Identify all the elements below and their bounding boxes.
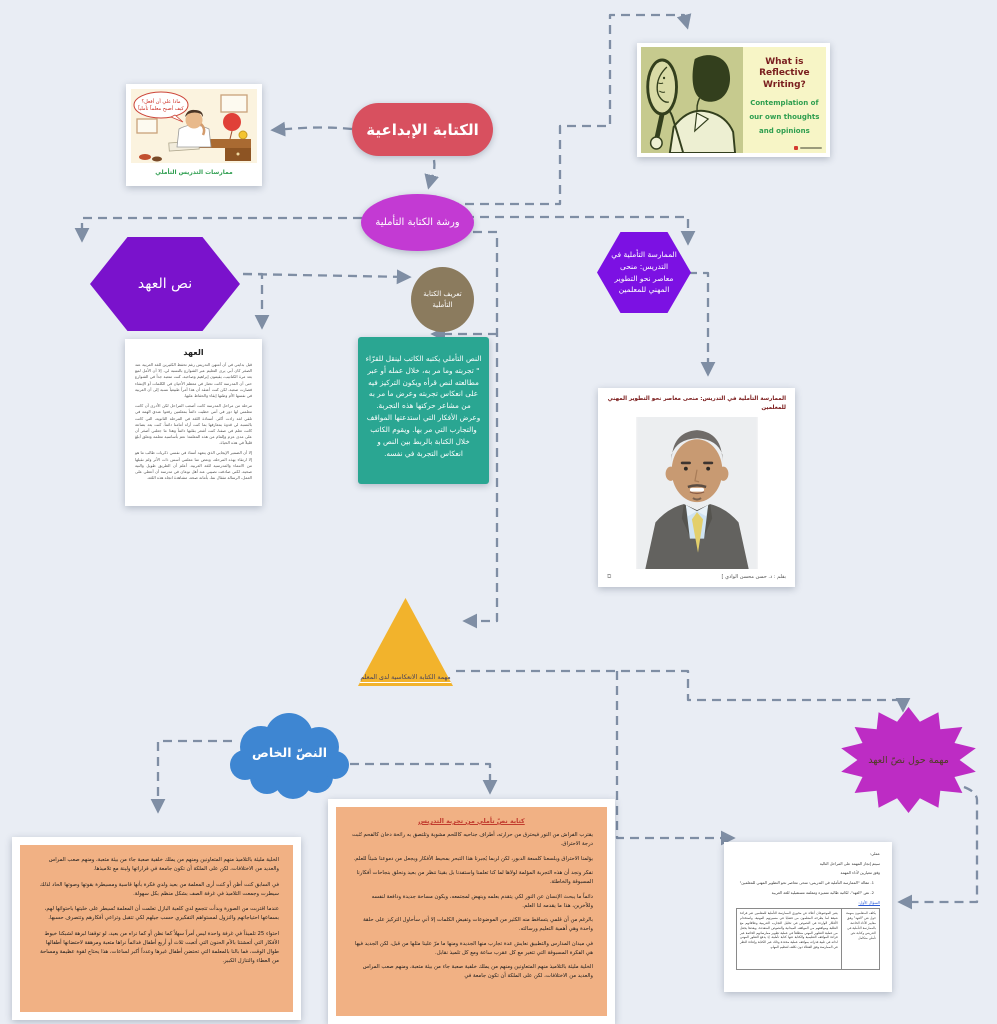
definition-note-text: النص التأملي يكتبه الكاتب لينقل للقرّاء … — [365, 354, 482, 458]
teacher-cartoon-illustration: ماذا علي أن أفعل؟ كيف أصبح معلماً تأمليا… — [131, 89, 257, 163]
task-grid: يكلف المتعلمون بمهمة حول نص "العهد" وفق … — [736, 907, 880, 970]
node-private-text-label: النصّ الخاص — [252, 745, 327, 760]
reflection-paragraph: في ميدان المدارس والتطبيق نعايش عدة تجار… — [354, 940, 593, 956]
connector — [150, 739, 232, 814]
reflection-paragraph: دائماً ما يبحث الإنسان عن النور لكي يتقد… — [371, 893, 593, 909]
node-definition-circle-label: تعريف الكتابة التأملية — [423, 290, 462, 309]
connector — [74, 216, 362, 243]
cartoon-card[interactable]: ماذا علي أن أفعل؟ كيف أصبح معلماً تأمليا… — [126, 84, 262, 186]
definition-note[interactable]: النص التأملي يكتبه الكاتب لينقل للقرّاء … — [358, 337, 489, 484]
connector — [897, 785, 979, 910]
connector — [424, 159, 439, 190]
node-covenant-text-label: نص العهد — [137, 276, 193, 292]
covenant-document-paragraph: إلا أن الضمير الإيجابي الذي يتعهد أستاذ … — [135, 450, 252, 481]
speech-bubble — [133, 91, 189, 119]
share-icon[interactable]: ⧉ — [607, 572, 612, 580]
connector — [688, 271, 716, 377]
node-reflective-practice[interactable]: الممارسة التأملية في التدريس: منحى معاصر… — [597, 232, 691, 313]
node-creative-writing-label: الكتابة الإبداعية — [366, 120, 479, 139]
cartoon-caption: ممارسات التدريس التأملي — [155, 169, 233, 176]
poster-line: our own thoughts — [749, 112, 820, 121]
personal-paragraph: عندما اقتربت من الصورة وبدأت تتجمع لدي ك… — [44, 906, 279, 922]
connector — [450, 215, 696, 246]
task-line: عملي: — [869, 851, 880, 856]
poster-line: and opinions — [759, 126, 810, 135]
poster-watermark — [794, 146, 822, 150]
personal-paragraph: الخلية مليئة بالتلاميذ منهم المتعاونين و… — [48, 857, 279, 873]
reflection-paragraph: الخلية مليئة بالتلاميذ منهم المتعاونين و… — [362, 964, 593, 979]
task-line: سيتم إنجاز المهمة على المراحل التالية — [819, 860, 880, 866]
node-workshop[interactable]: ورشة الكتابة التأملية — [361, 194, 474, 251]
starburst-shape — [841, 707, 976, 813]
node-covenant-task-label: مهمة حول نصّ العهد — [868, 754, 949, 766]
article-card[interactable]: الممارسة التأملية في التدريس: منحى معاصر… — [598, 388, 795, 587]
task-list-item: 1. مقالة "الممارسة التأملية في التدريس: … — [739, 880, 874, 886]
mirror-illustration — [641, 47, 743, 154]
connector — [242, 269, 412, 285]
node-workshop-label: ورشة الكتابة التأملية — [375, 217, 460, 228]
teaching-reflection-document[interactable]: كتابة نصّ تأملي من تجربة التدريس يقترب ا… — [328, 799, 615, 1024]
reflection-paragraph: بالرغم من أن قلمي يتساقط منه الكثير من ا… — [363, 917, 593, 932]
bubble-text-line2: كيف أصبح معلماً تأملياً — [138, 104, 185, 112]
connector — [458, 230, 499, 629]
poster-line: Contemplation of — [750, 98, 819, 107]
node-private-text[interactable]: النصّ الخاص — [227, 707, 352, 804]
personal-paragraph: في السابق كنت أظن أو كنت أرى المعلمة من … — [39, 881, 279, 897]
connector — [456, 669, 911, 713]
node-creative-writing[interactable]: الكتابة الإبداعية — [352, 103, 493, 156]
poster-title: What is Reflective Writing? — [759, 57, 810, 90]
node-definition-circle[interactable]: تعريف الكتابة التأملية — [411, 267, 474, 332]
covenant-document-paragraph: قبل بدايتي في أن أمتهن التدريس رغم تحفظ … — [135, 362, 252, 398]
balloon-icon — [223, 113, 241, 131]
connector — [450, 13, 692, 206]
connector — [350, 762, 498, 795]
task-question-link[interactable]: السؤال الأول: — [858, 899, 880, 905]
triangle-label: مهمة الكتابة الانعكاسية لدى المعلم — [360, 674, 451, 683]
task-line: وفق معيارين لأداء المهمة — [840, 870, 880, 876]
covenant-document[interactable]: العهد قبل بدايتي في أن أمتهن التدريس رغم… — [125, 339, 262, 506]
task-grid-main: يعبر الموضوعان أعلاه عن محوري الممارسة ا… — [740, 910, 838, 950]
covenant-document-paragraph: مرحلة من مراحل المدرسة كانت أصعب المراحل… — [135, 403, 252, 446]
connector — [270, 121, 353, 137]
author-portrait — [635, 416, 758, 569]
personal-paragraph: احتواء 25 تلميذاً في غرفة واحدة ليس أمرا… — [40, 930, 279, 965]
task-sheet-document[interactable]: عملي: سيتم إنجاز المهمة على المراحل التا… — [724, 842, 892, 992]
reflection-paragraph: يقترب الفراش من النور فيحترق من حرارته، … — [351, 832, 593, 847]
node-reflective-writing-task[interactable]: مهمة الكتابة الانعكاسية لدى المعلم — [358, 598, 453, 686]
connector — [243, 272, 270, 330]
article-title: الممارسة التأملية في التدريس: منحى معاصر… — [607, 396, 786, 411]
node-reflective-practice-label: الممارسة التأملية في التدريس: منحى معاصر… — [611, 250, 677, 295]
connector — [615, 671, 736, 846]
task-grid-sidebar: يكلف المتعلمون بمهمة حول نص "العهد" وفق … — [840, 908, 879, 969]
task-list-item: 2. نص "العهد"، لكاتبة طالبة متميزة ومعلم… — [771, 889, 874, 895]
bubble-text-line1: ماذا علي أن أفعل؟ — [141, 98, 180, 105]
cloud-shape — [230, 713, 349, 799]
node-covenant-task[interactable]: مهمة حول نصّ العهد — [838, 705, 979, 815]
reflection-paragraph: نفكر ونجد أن هذه التجربة المؤلمة لولاها … — [356, 870, 593, 885]
triangle-shape — [358, 598, 453, 686]
reflection-paragraph: يؤلمنا الاحتراق ويلسعنا كلسعة الدبور، لك… — [353, 855, 593, 862]
reflection-title: كتابة نصّ تأملي من تجربة التدريس — [418, 818, 525, 825]
article-byline: بقلم : د. حسن محسن الوادي ] — [721, 573, 786, 580]
reflective-poster-card[interactable]: What is Reflective Writing? Contemplatio… — [637, 43, 830, 157]
personal-text-document[interactable]: الخلية مليئة بالتلاميذ منهم المتعاونين و… — [12, 837, 301, 1020]
covenant-document-title: العهد — [183, 348, 204, 357]
